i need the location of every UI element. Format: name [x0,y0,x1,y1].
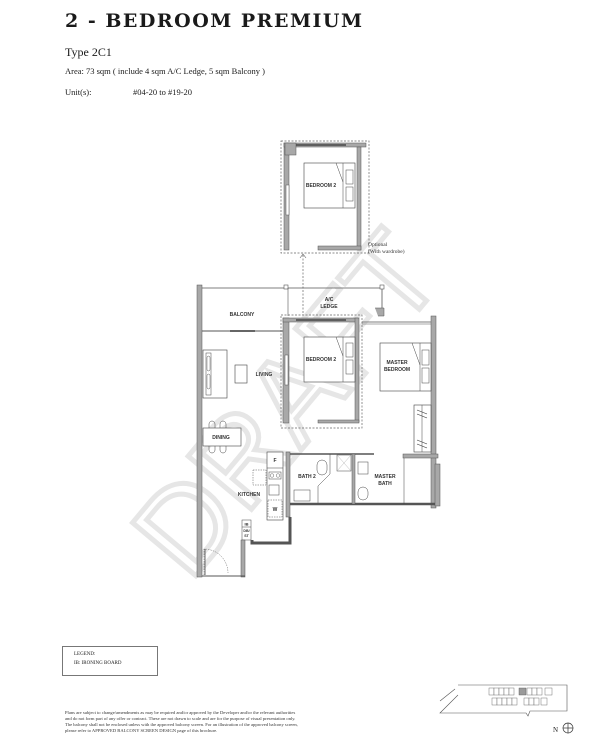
units-label: Unit(s): [65,87,92,97]
ib-label: IB [245,522,249,527]
disclaimer-line: Plans are subject to change/amendments a… [65,710,296,715]
disclaimer-line: please refer to APPROVED BALCONY SCREEN … [65,728,218,733]
ac-ledge-label-line1: A/C [325,297,334,303]
optional-bedroom-label: BEDROOM 2 [306,183,337,189]
disclaimer-line: The balcony shall not be enclosed unless… [65,722,298,727]
balcony-label: BALCONY [230,312,255,318]
legend-item: IB: IRONING BOARD [74,661,122,666]
units-value: #04-20 to #19-20 [133,87,193,97]
washer-label: W [273,507,278,513]
disclaimer-line: and do not form part of any offer or con… [65,716,296,721]
optional-bedroom-plan: BEDROOM 2 [280,140,370,254]
master-bath-label-line1: MASTER [374,474,396,480]
kitchen-label: KITCHEN [238,492,261,498]
north-label: N [553,726,559,734]
ac-ledge-label-line2: LEDGE [320,304,338,310]
optional-note-line1: Optional [368,242,388,248]
optional-note-line2: (With wardrobe) [368,248,405,255]
page-title: 2 - BEDROOM PREMIUM [65,10,364,32]
legend-title: LEGEND: [74,652,96,657]
unit-area: Area: 73 sqm ( include 4 sqm A/C Ledge, … [65,66,265,76]
bath2-label: BATH 2 [298,474,316,480]
bedroom2-label: BEDROOM 2 [306,357,337,363]
unit-type: Type 2C1 [65,45,112,59]
fridge-label: F [273,458,276,464]
master-bath-label-line2: BATH [378,481,392,487]
legend-box: LEGEND: IB: IRONING BOARD [62,646,158,676]
dining-label: DINING [212,435,230,441]
master-bedroom-label-line1: MASTER [386,360,408,366]
st-label: ST [244,534,249,538]
db-label: DB/ [243,529,249,533]
main-unit-plan: BALCONY A/C LEDGE BEDROOM 2 MASTER BEDRO… [196,284,441,578]
master-bedroom-label-line2: BEDROOM [384,367,410,373]
living-label: LIVING [256,372,273,378]
disclaimer: Plans are subject to change/amendments a… [65,710,395,734]
key-plan [439,684,574,734]
